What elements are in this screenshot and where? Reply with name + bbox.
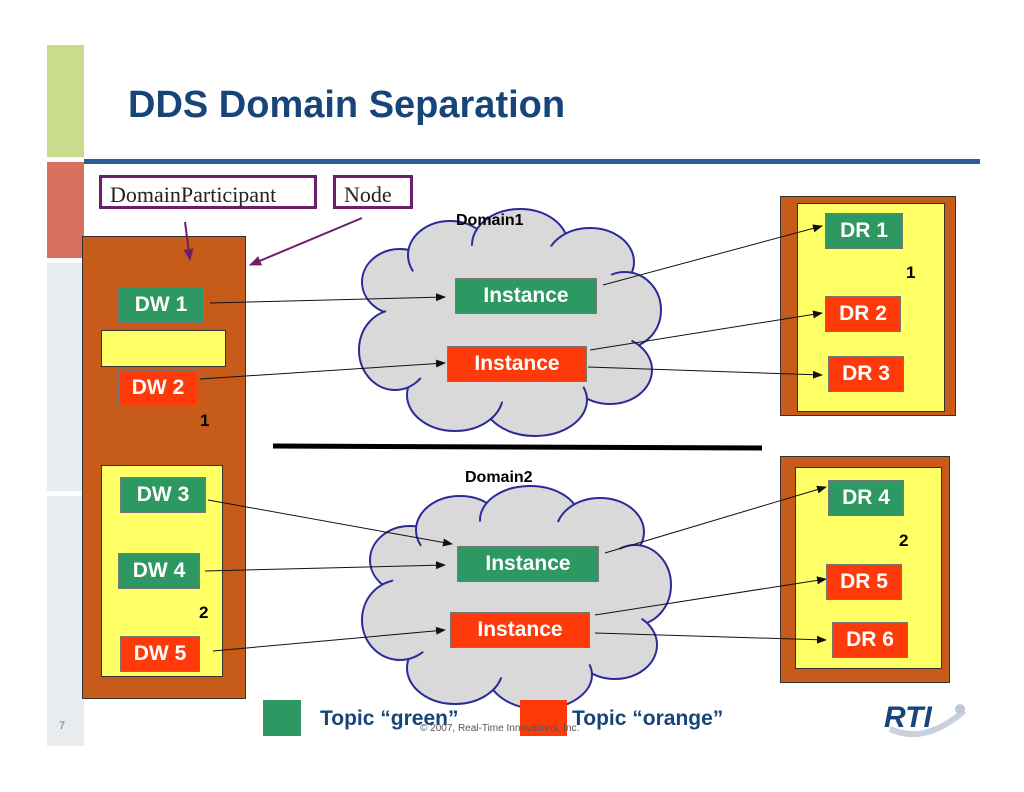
- page-number: 7: [59, 720, 66, 732]
- legend-orange-swatch: [520, 700, 567, 736]
- deco-stripe-grey-1: [47, 263, 84, 491]
- data-reader-dr3: DR 3: [828, 356, 904, 392]
- deco-stripe-red: [47, 162, 84, 258]
- data-reader-dr1: DR 1: [825, 213, 903, 249]
- callout-node: Node: [333, 175, 413, 209]
- instance-domain1-green: Instance: [455, 278, 597, 314]
- domain-id-left-1: 1: [200, 411, 210, 430]
- domain-separator-line: [272, 443, 763, 451]
- legend-green-swatch: [263, 700, 301, 736]
- data-writer-dw5: DW 5: [120, 636, 200, 672]
- deco-stripe-green: [47, 45, 84, 157]
- data-reader-dr6: DR 6: [832, 622, 908, 658]
- page-title: DDS Domain Separation: [128, 84, 566, 126]
- rti-logo-text: RTI: [884, 701, 932, 734]
- data-reader-dr5: DR 5: [826, 564, 902, 600]
- deco-stripe-grey-2: [47, 496, 84, 746]
- data-writer-dw3: DW 3: [120, 477, 206, 513]
- data-writer-dw1: DW 1: [118, 287, 204, 323]
- instance-domain2-orange: Instance: [450, 612, 590, 648]
- data-writer-dw4: DW 4: [118, 553, 200, 589]
- domain-id-right-2: 2: [899, 531, 909, 550]
- participant-empty-bar: [101, 330, 226, 367]
- rti-logo: RTI: [880, 697, 970, 739]
- callout-domain-participant: DomainParticipant: [99, 175, 317, 209]
- domain-id-right-1: 1: [906, 263, 916, 282]
- instance-domain2-green: Instance: [457, 546, 599, 582]
- copyright-text: © 2007, Real-Time Innovations, Inc.: [420, 723, 580, 734]
- data-reader-dr2: DR 2: [825, 296, 901, 332]
- instance-domain1-orange: Instance: [447, 346, 587, 382]
- legend-orange-label: Topic “orange”: [572, 707, 724, 730]
- data-reader-dr4: DR 4: [828, 480, 904, 516]
- title-rule: [84, 159, 980, 164]
- domain1-label: Domain1: [456, 212, 524, 229]
- legend-green-label: Topic “green”: [320, 707, 459, 730]
- data-writer-dw2: DW 2: [118, 370, 198, 406]
- rti-logo-icon: [888, 704, 966, 738]
- domain-id-left-2: 2: [199, 603, 209, 622]
- domain2-label: Domain2: [465, 469, 533, 486]
